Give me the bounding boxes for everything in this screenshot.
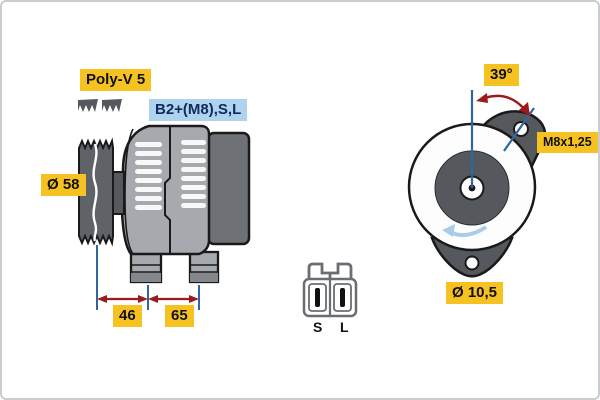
alternator-side-view: [78, 124, 251, 284]
terminal-slot-s: [315, 288, 320, 307]
housing-seam-line: [164, 126, 171, 254]
pulley: [78, 137, 114, 247]
mounting-angle-label: 39°: [484, 64, 519, 86]
dimension-arrow-46: [97, 295, 148, 303]
dimension-lines: [96, 245, 200, 310]
thread-spec-label: M8x1,25: [537, 132, 598, 153]
connector-diagram: [302, 262, 358, 318]
dimension-46-label: 46: [113, 305, 142, 327]
belt-type-label: Poly-V 5: [80, 69, 152, 91]
terminal-l-label: L: [340, 319, 349, 335]
mounting-hole-bottom: [464, 255, 480, 271]
mounting-hole-diameter-label: Ø 10,5: [446, 282, 504, 304]
vent-slots-front: [135, 142, 162, 210]
terminal-cell-s: [308, 283, 327, 312]
terminal-slot-l: [340, 288, 345, 307]
dimension-65-label: 65: [165, 305, 194, 327]
terminal-s-label: S: [313, 319, 323, 335]
rear-housing: [206, 131, 251, 246]
terminal-cell-l: [333, 283, 352, 312]
connector-code-label: B2+(M8),S,L: [149, 99, 248, 121]
dimension-arrow-65: [148, 295, 199, 303]
belt-profile-icon: [78, 99, 122, 112]
vent-slots-rear: [181, 140, 206, 208]
alternator-rear-view: [407, 90, 547, 278]
mounting-foot-front: [129, 250, 163, 284]
angle-arc-arrow: [476, 93, 530, 116]
mounting-foot-rear: [188, 250, 220, 284]
rotation-arrow-icon: [442, 224, 488, 238]
break-line: [92, 143, 98, 242]
pulley-diameter-label: Ø 58: [41, 174, 86, 196]
